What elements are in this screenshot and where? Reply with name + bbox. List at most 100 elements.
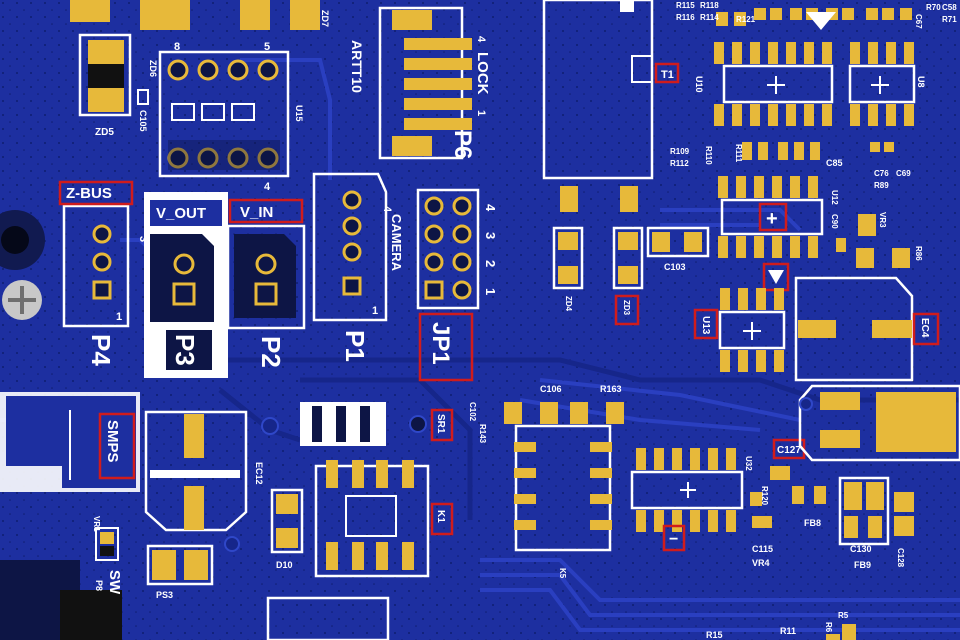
ref-r15: R15	[706, 630, 723, 640]
highlight-t1	[654, 62, 680, 84]
filter-beads	[770, 466, 914, 546]
label-sw: SW	[106, 570, 123, 595]
ref-u32: U32	[744, 456, 753, 471]
ref-c67: C67	[914, 14, 923, 29]
ref-c90: C90	[830, 214, 839, 229]
label-k1: K1	[435, 510, 446, 523]
highlight-u13	[693, 308, 719, 340]
highlight-sr1	[430, 408, 454, 442]
pin-jp1-3: 3	[483, 232, 498, 239]
via-2	[799, 397, 813, 411]
ref-r114: R114	[700, 13, 719, 22]
ref-ps3: PS3	[156, 590, 173, 600]
ref-vr3: VR3	[878, 212, 887, 228]
ref-vr1: VR1	[92, 516, 101, 532]
pin-p1-1: 1	[372, 305, 378, 317]
pin-jp1-4: 4	[483, 204, 498, 212]
ref-c106: C106	[540, 384, 562, 394]
highlight-plus	[758, 202, 788, 232]
pin-p6-4: 4	[475, 36, 487, 43]
chip-u10	[714, 42, 834, 126]
highlight-smps	[98, 412, 136, 480]
ref-zd6: ZD6	[148, 60, 158, 77]
ref-c103: C103	[664, 262, 686, 272]
ref-c105: C105	[138, 110, 148, 132]
chip-u15	[158, 50, 290, 178]
ref-r121: R121	[736, 15, 756, 24]
connector-p4	[62, 204, 130, 328]
ref-c69: C69	[896, 169, 911, 178]
highlight-v-in	[228, 198, 304, 224]
ref-k5: K5	[558, 568, 567, 579]
pad-zd6a	[70, 0, 110, 22]
highlight-minus	[662, 524, 686, 552]
chip-u8	[848, 42, 916, 126]
label-smps: SMPS	[104, 420, 121, 463]
relay-k1-area	[300, 402, 430, 578]
via-1	[261, 417, 279, 435]
label-camera: CAMERA	[389, 214, 404, 272]
pad-r120	[750, 492, 762, 506]
pin-u15-4: 4	[264, 181, 271, 193]
label-p4: P4	[86, 334, 116, 366]
ref-u12: U12	[830, 190, 839, 205]
highlight-z-bus	[58, 180, 134, 206]
label-t1: T1	[661, 69, 674, 81]
ref-r143: R143	[478, 424, 487, 444]
label-v-in: V_IN	[240, 204, 273, 221]
pad-zd6b	[140, 0, 190, 30]
ref-c130: C130	[850, 544, 872, 554]
ref-r118: R118	[700, 1, 719, 10]
ref-zd5: ZD5	[95, 127, 114, 138]
ref-r5: R5	[838, 611, 849, 620]
header-jp1	[416, 188, 480, 310]
ref-r111: R111	[734, 144, 743, 163]
ref-c76: C76	[874, 169, 889, 178]
ref-r71: R71	[942, 15, 957, 24]
ref-r115: R115	[676, 1, 695, 10]
diode-d10	[270, 488, 304, 554]
ref-r116: R116	[676, 13, 695, 22]
pin-p4-3: 3	[137, 236, 149, 242]
ref-r112: R112	[670, 159, 689, 168]
ref-r120: R120	[760, 486, 769, 506]
ref-c102: C102	[468, 402, 477, 422]
diode-zd5	[78, 33, 132, 117]
label-jp1: JP1	[427, 322, 454, 365]
ref-d10: D10	[276, 560, 293, 570]
label-p8: P8	[94, 580, 104, 591]
ref-r163: R163	[600, 384, 622, 394]
ref-r11: R11	[780, 626, 796, 636]
ref-vr4: VR4	[752, 558, 770, 568]
ref-c58: C58	[942, 3, 957, 12]
pad-r5	[842, 624, 856, 640]
ref-u8: U8	[916, 76, 926, 88]
highlight-zd3	[614, 294, 640, 326]
connector-p1	[312, 172, 388, 322]
label-p6: P6	[449, 130, 476, 159]
pad-zd7a	[240, 0, 270, 30]
label-p1: P1	[340, 330, 370, 362]
label-u13: U13	[700, 316, 711, 335]
ref-c115: C115	[752, 544, 773, 554]
pin-jp1-1: 1	[483, 288, 498, 295]
label-sr1: SR1	[435, 414, 446, 434]
pad-zd7b	[290, 0, 320, 30]
relay-k5	[504, 402, 624, 552]
ref-r86: R86	[914, 246, 923, 261]
label-plus: +	[766, 208, 778, 230]
pad-r6	[826, 634, 840, 640]
capacitor-ec12	[144, 410, 248, 532]
pin-p4-1: 1	[116, 311, 122, 323]
marker-triangle	[768, 270, 784, 284]
label-p3: P3	[170, 334, 200, 366]
ref-zd3: ZD3	[622, 300, 631, 316]
highlight-jp1	[418, 312, 474, 382]
transformer-t1	[542, 0, 654, 180]
pad-c90	[836, 238, 846, 252]
label-art110: ARTT10	[349, 40, 365, 93]
ref-r70: R70	[926, 3, 941, 12]
connector-p3	[144, 192, 228, 378]
inductor-right	[798, 384, 960, 462]
